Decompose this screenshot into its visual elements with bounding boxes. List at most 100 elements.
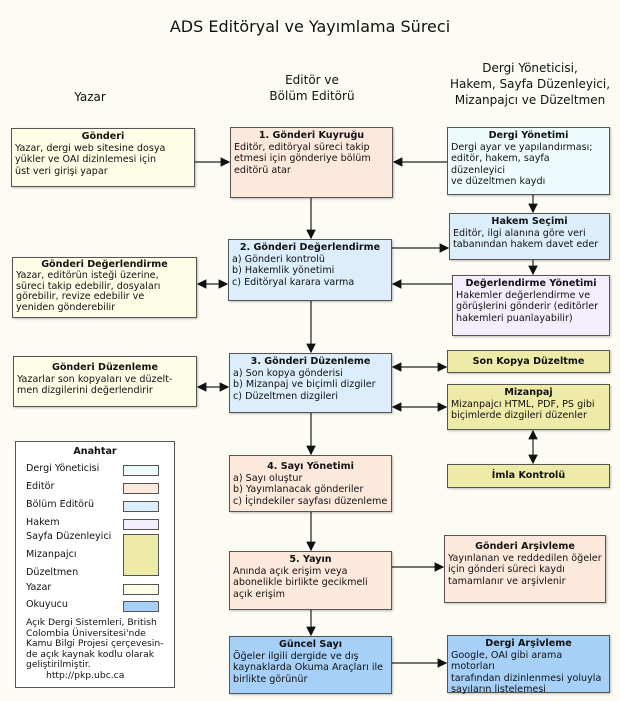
footer-line: Colombia Üniversitesi'nde [26, 627, 146, 639]
box-line: c) İçindekiler sayfası düzenleme [233, 495, 388, 507]
box-line: Yazarlar son kopyaları ve düzelt- [17, 373, 173, 385]
footer-line: Açık Dergi Sistemleri, British [26, 617, 157, 628]
legend-item: Editör [26, 481, 55, 492]
box-title: Değerlendirme Yönetimi [465, 278, 597, 289]
column-editor: Editör ve Bölüm Editörü [230, 72, 394, 104]
box-line: için gönderi süreci kaydı [448, 564, 565, 575]
box-title: Güncel Sayı [279, 639, 342, 650]
box-title: Gönderi [81, 131, 125, 142]
col-line: Bölüm Editörü [269, 89, 355, 103]
box-line: editör, hakem, sayfa düzenleyici [451, 153, 550, 176]
box-line: a) Son kopya gönderisi [233, 367, 343, 379]
box-line: Dergi ayar ve yapılandırması; [451, 141, 593, 153]
box-line: men dizgilerini değerlendirir [17, 385, 153, 396]
box-line: yeniden gönderebilir [16, 302, 116, 314]
legend-item: Okuyucu [26, 599, 69, 610]
box-title: Dergi Yönetimi [488, 130, 569, 141]
box-line: Yazar, editörün isteği üzerine, [16, 269, 159, 281]
box-line: birlikte görünür [233, 673, 308, 685]
box-line: kaynaklarda Okuma Araçları ile [233, 662, 384, 673]
column-manager: Dergi Yöneticisi, Hakem, Sayfa Düzenleyic… [430, 60, 620, 108]
legend-item: Düzeltmen [26, 567, 79, 578]
legend-item: Sayfa Düzenleyici [26, 531, 112, 542]
box-title: Gönderi Arşivleme [475, 541, 575, 552]
box-line: ve düzeltmen kaydı [451, 176, 546, 187]
box-title: İmla Kontrolü [491, 470, 566, 481]
legend-swatch [123, 584, 159, 595]
box-title: Dergi Arşivleme [485, 638, 572, 649]
box-title: Gönderi Düzenleme [51, 362, 159, 373]
box-line: b) Yayımlanacak gönderiler [233, 484, 364, 495]
column-author: Yazar [74, 90, 106, 104]
box-line: a) Sayı oluştur [233, 472, 303, 484]
legend-swatch [123, 519, 159, 530]
box-line: görebilir, revize edebilir ve [16, 291, 145, 303]
box-title: Gönderi Değerlendirme [41, 259, 168, 270]
footer-line: Kamu Bilgi Projesi çerçevesin- [26, 638, 164, 649]
box-line: sayıların listelemesi [451, 684, 546, 695]
box-title: 4. Sayı Yönetimi [267, 461, 354, 472]
footer-link: http://pkp.ubc.ca [46, 669, 125, 681]
box-line: hakemleri puanlayabilir) [456, 312, 573, 324]
legend-item: Dergi Yöneticisi [26, 463, 100, 474]
box-title: 3. Gönderi Düzenleme [250, 356, 371, 367]
box-line: Anında açık erişim veya [233, 565, 348, 577]
legend-swatch [123, 501, 159, 512]
box-line: tarafından dizinlenmesi yoluyla [451, 672, 602, 684]
box-title: 5. Yayın [289, 554, 332, 565]
box-line: biçimlerde dizgileri düzenler [451, 410, 587, 421]
legend-item: Mizanpajcı [26, 549, 77, 560]
col-line: Mizanpajcı ve Düzeltmen [454, 93, 606, 107]
box-line: Editör, ilgi alanına göre veri [453, 227, 586, 239]
legend-swatch [123, 601, 159, 612]
box-line: c) Editöryal karara varma [232, 276, 355, 288]
legend-swatch [123, 534, 159, 576]
box-line: açık erişim [233, 588, 285, 600]
box-line: a) Gönderi kontrolü [232, 253, 325, 265]
box-line: Google, OAI gibi arama motorları [451, 649, 563, 673]
box-line: yükler ve OAI dizinlemesi için [15, 154, 157, 165]
col-line: Hakem, Sayfa Düzenleyici, [449, 77, 611, 91]
box-title: Mizanpaj [504, 387, 553, 398]
footer-line: geliştirilmiştir. [26, 659, 91, 670]
legend-swatch [123, 483, 159, 494]
col-line: Editör ve [285, 73, 339, 87]
box-proofreading: İmla Kontrolü [447, 464, 610, 488]
box-line: süreci takip edebilir, dosyaları [16, 280, 161, 292]
legend-title: Anahtar [73, 446, 117, 457]
box-line: b) Mizanpaj ve biçimli dizgiler [233, 379, 376, 390]
box-line: tabanından hakem davet eder [453, 239, 599, 250]
col-line: Dergi Yöneticisi, [482, 61, 578, 75]
legend: Anahtar Dergi Yöneticisi Editör Bölüm Ed… [15, 441, 175, 688]
footer-line: de açık kaynak kodlu olarak [26, 648, 155, 660]
box-line: Hakemler değerlendirme ve [456, 289, 591, 301]
box-line: görüşlerini gönderir (editörler [456, 301, 599, 312]
box-line: editörü atar [234, 164, 291, 176]
box-title: 2. Gönderi Değerlendirme [239, 242, 381, 253]
box-title: 1. Gönderi Kuyruğu [258, 130, 365, 141]
box-line: Editör, editöryal süreci takip [234, 141, 370, 153]
legend-item: Yazar [26, 582, 52, 593]
box-line: Mizanpajcı HTML, PDF, PS gibi [451, 398, 595, 410]
box-line: etmesi için gönderiye bölüm [234, 153, 371, 164]
box-title: Hakem Seçimi [491, 216, 568, 227]
legend-item: Bölüm Editörü [26, 499, 95, 510]
page-title: ADS Editöryal ve Yayımlama Süreci [169, 17, 451, 36]
box-line: b) Hakemlik yönetimi [232, 265, 335, 276]
box-line: Öğeler ilgili dergide ve dış [233, 650, 359, 662]
box-line: Yazar, dergi web sitesine dosya [15, 142, 166, 154]
box-line: c) Düzeltmen dizgileri [233, 390, 339, 402]
